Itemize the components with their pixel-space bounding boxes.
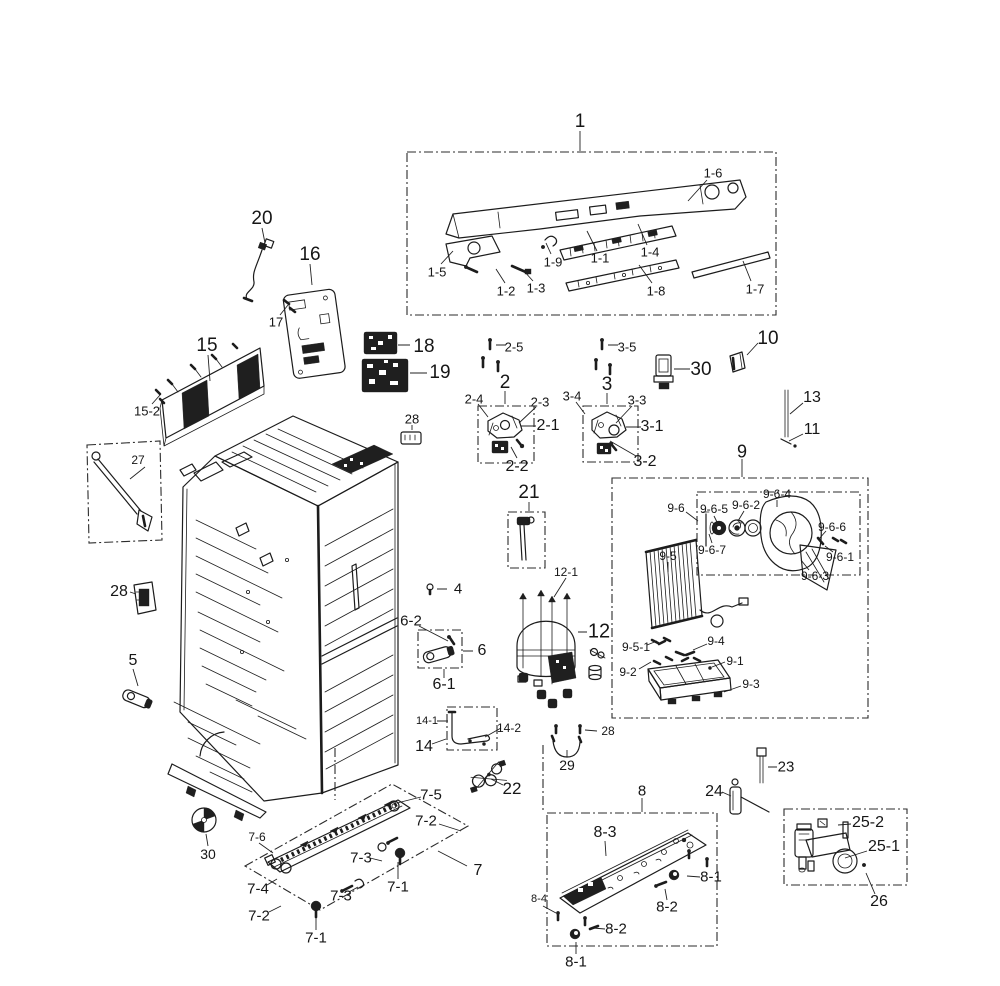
part-28-mid-screws <box>554 724 582 735</box>
connector-dash-lines <box>334 745 544 811</box>
part-9-small-fasteners <box>650 636 712 670</box>
part-25-water-valve <box>794 818 867 874</box>
assembly-3-box <box>582 405 639 463</box>
part-8-3-tray <box>559 829 707 914</box>
part-2-assembly <box>481 338 525 454</box>
assembly-8-box <box>546 812 718 947</box>
group-boxes <box>86 151 908 947</box>
part-14-pipe <box>447 710 491 746</box>
part-30-top <box>653 354 674 390</box>
assembly-27-box <box>86 440 163 544</box>
assembly-2-box <box>477 405 535 464</box>
part-17-screws <box>282 298 297 314</box>
assembly-9-6-box <box>696 491 861 576</box>
part-9-6-fan-assembly <box>702 495 848 591</box>
part-18-pcb <box>363 331 398 355</box>
part-12-compressor <box>516 589 577 709</box>
part-7-rail <box>264 799 411 874</box>
part-20-power-cord <box>242 238 275 303</box>
part-3-assembly <box>591 338 627 455</box>
part-7-fasteners <box>310 836 406 919</box>
part-30-caster <box>191 807 217 833</box>
part-11-clip <box>780 438 797 448</box>
part-29-u-tube <box>550 734 583 758</box>
part-4-clip <box>426 583 434 596</box>
part-5-part <box>122 689 153 709</box>
part-15-panel <box>154 342 265 447</box>
cabinet-artwork <box>167 415 399 822</box>
part-1-top-bracket <box>445 179 771 292</box>
part-24-damper <box>729 778 770 815</box>
part-16-cover <box>282 288 346 379</box>
part-8-fasteners <box>556 849 709 940</box>
part-27-tube <box>91 451 153 532</box>
leader-lines <box>129 131 876 954</box>
assembly-6-box <box>417 629 463 669</box>
part-23-bolt <box>756 747 767 784</box>
part-12-side-bits <box>588 647 606 681</box>
part-6-roller <box>422 635 456 664</box>
assembly-7-box <box>243 783 470 911</box>
part-9-5-condenser <box>644 538 749 630</box>
part-9-3-base-tray <box>647 659 732 705</box>
part-21-pipe <box>516 516 535 561</box>
part-13-tube <box>784 389 789 438</box>
assembly-25-box <box>783 808 908 886</box>
assembly-14-box <box>446 706 498 751</box>
assembly-1-box <box>406 151 777 316</box>
part-22-pump <box>469 759 508 793</box>
part-19-pcb <box>361 358 409 393</box>
part-28-left <box>133 581 157 615</box>
part-28-connector <box>400 431 422 445</box>
assembly-21-box <box>507 511 546 569</box>
part-10-bracket <box>729 351 746 373</box>
assembly-9-box <box>611 477 869 719</box>
